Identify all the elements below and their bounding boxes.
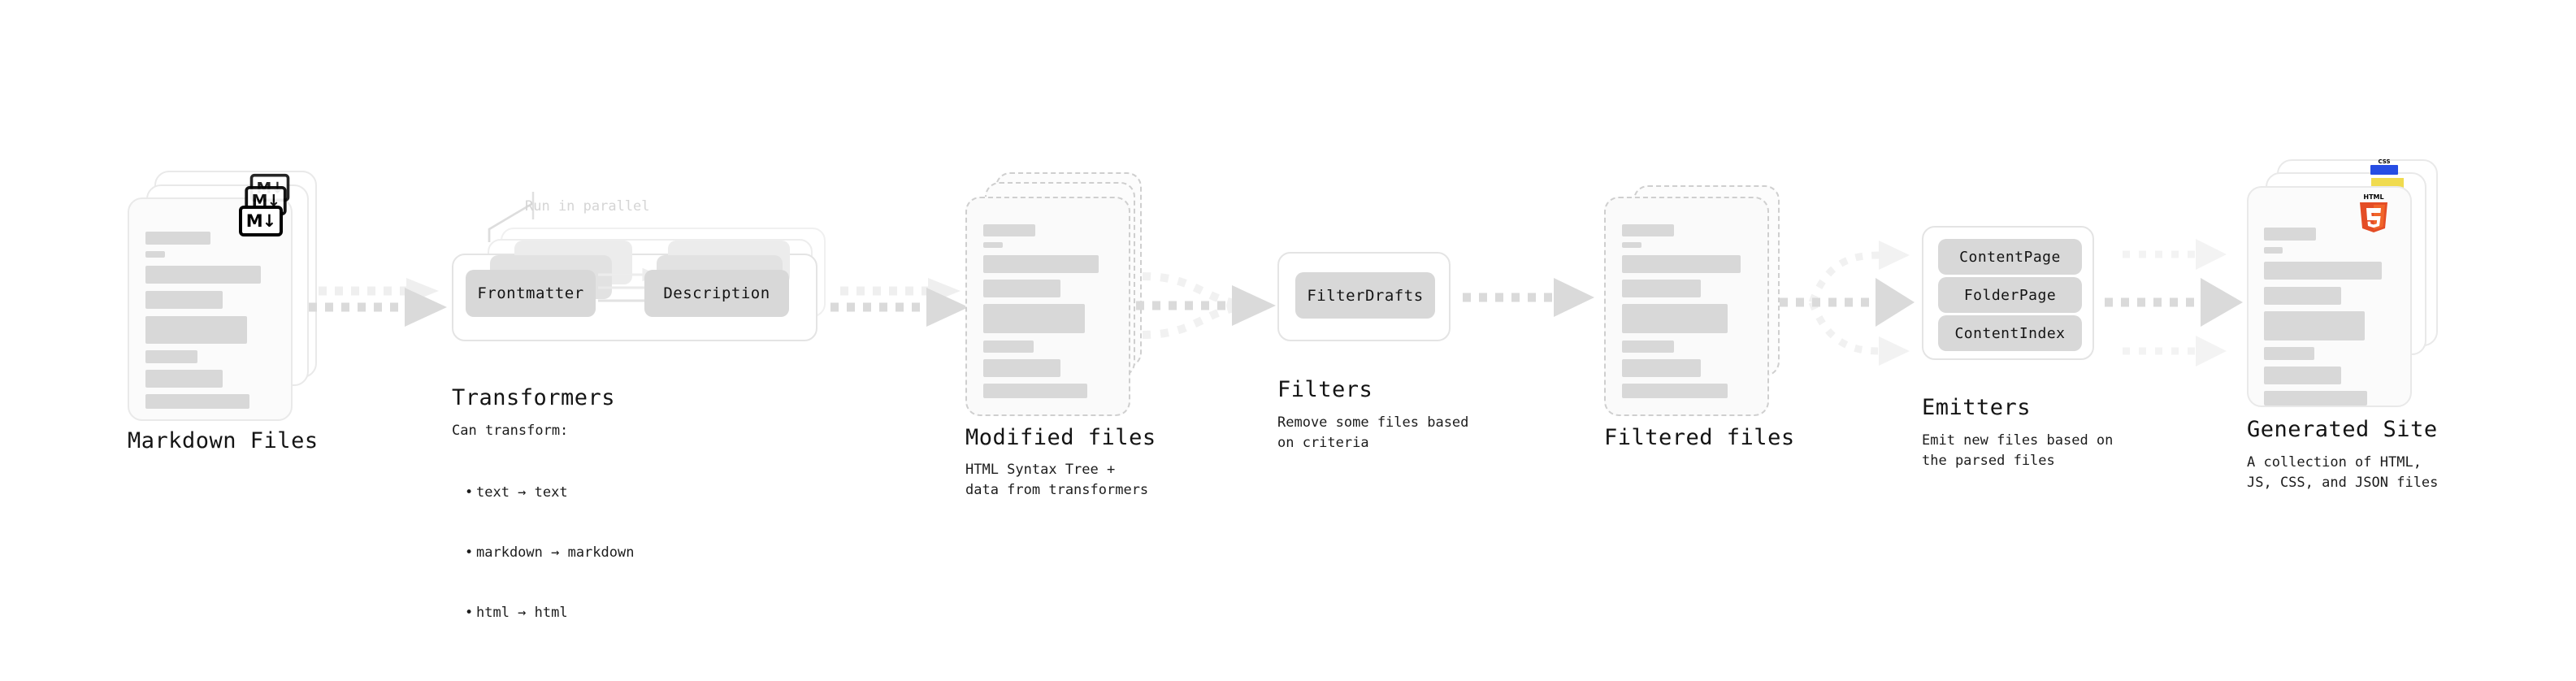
transformers-bullet-1: markdown → markdown bbox=[465, 543, 634, 563]
arrow-emitters-to-site bbox=[2105, 228, 2259, 374]
emitter-chip-contentpage[interactable]: ContentPage bbox=[1938, 239, 2082, 275]
transformer-chip-description[interactable]: Description bbox=[644, 270, 789, 317]
emitter-chip-contentindex[interactable]: ContentIndex bbox=[1938, 315, 2082, 351]
markdown-icon: M↓ bbox=[239, 206, 283, 236]
emitter-chip-folderpage[interactable]: FolderPage bbox=[1938, 277, 2082, 313]
arrow-filtered-to-emitters bbox=[1780, 228, 1942, 374]
stage-subtitle-filters: Remove some files based on criteria bbox=[1277, 414, 1469, 451]
stage-title-modified-files: Modified files bbox=[965, 425, 1156, 450]
stage-title-generated-site: Generated Site bbox=[2247, 417, 2438, 442]
arrow-markdown-to-transformers bbox=[307, 268, 453, 349]
stage-title-filters: Filters bbox=[1277, 377, 1373, 402]
stage-title-markdown-files: Markdown Files bbox=[128, 428, 319, 453]
arrow-modified-to-filters bbox=[1136, 258, 1290, 364]
arrow-filters-to-filtered bbox=[1463, 276, 1601, 325]
css-icon: CSS bbox=[2370, 158, 2398, 175]
stage-subtitle-generated-site: A collection of HTML, JS, CSS, and JSON … bbox=[2247, 454, 2439, 491]
svg-text:HTML: HTML bbox=[2363, 193, 2383, 201]
stage-subtitle-transformers: Can transform: bbox=[452, 423, 569, 439]
filter-chip-filterdrafts[interactable]: FilterDrafts bbox=[1295, 272, 1435, 319]
filtered-card-front bbox=[1604, 197, 1769, 416]
transformers-box-front: Frontmatter Description bbox=[452, 241, 817, 341]
stage-title-transformers: Transformers bbox=[452, 385, 616, 410]
stage-title-emitters: Emitters bbox=[1922, 395, 2032, 420]
stage-subtitle-modified-files: HTML Syntax Tree + data from transformer… bbox=[965, 462, 1149, 498]
transformers-bullet-0: text → text bbox=[465, 483, 634, 503]
stage-title-filtered-files: Filtered files bbox=[1604, 425, 1795, 450]
emitters-box: ContentPage FolderPage ContentIndex bbox=[1922, 226, 2094, 360]
modified-card-front bbox=[965, 197, 1130, 416]
stage-subtitle-emitters: Emit new files based on the parsed files bbox=[1922, 432, 2114, 469]
arrow-transformers-to-modified bbox=[829, 268, 975, 349]
annotation-run-in-parallel: Run in parallel bbox=[525, 198, 650, 215]
transformers-bullet-list: text → text markdown → markdown html → h… bbox=[452, 443, 634, 663]
filters-box: FilterDrafts bbox=[1277, 252, 1451, 341]
transformers-bullet-2: html → html bbox=[465, 603, 634, 623]
html5-icon: HTML bbox=[2355, 192, 2392, 234]
transformer-chip-frontmatter[interactable]: Frontmatter bbox=[466, 270, 596, 317]
markdown-card-front bbox=[128, 197, 293, 421]
